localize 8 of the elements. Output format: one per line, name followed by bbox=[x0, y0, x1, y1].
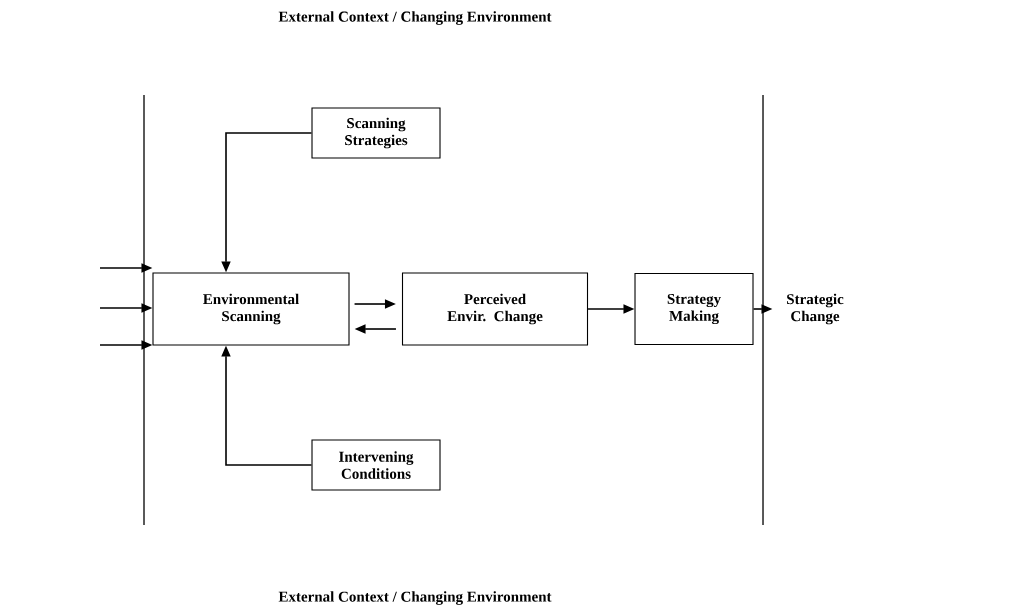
process-box: Strategy Making bbox=[634, 272, 754, 346]
process-box: Environmental Scanning bbox=[152, 272, 350, 346]
process-box: Scanning Strategies bbox=[311, 107, 441, 159]
context-heading: External Context / Changing Environment bbox=[278, 591, 552, 605]
context-heading: External Context / Changing Environment bbox=[278, 11, 552, 25]
outcome-text: Strategic Change bbox=[787, 293, 844, 325]
process-box: Perceived Envir. Change bbox=[401, 272, 589, 346]
process-box: Intervening Conditions bbox=[311, 439, 441, 491]
